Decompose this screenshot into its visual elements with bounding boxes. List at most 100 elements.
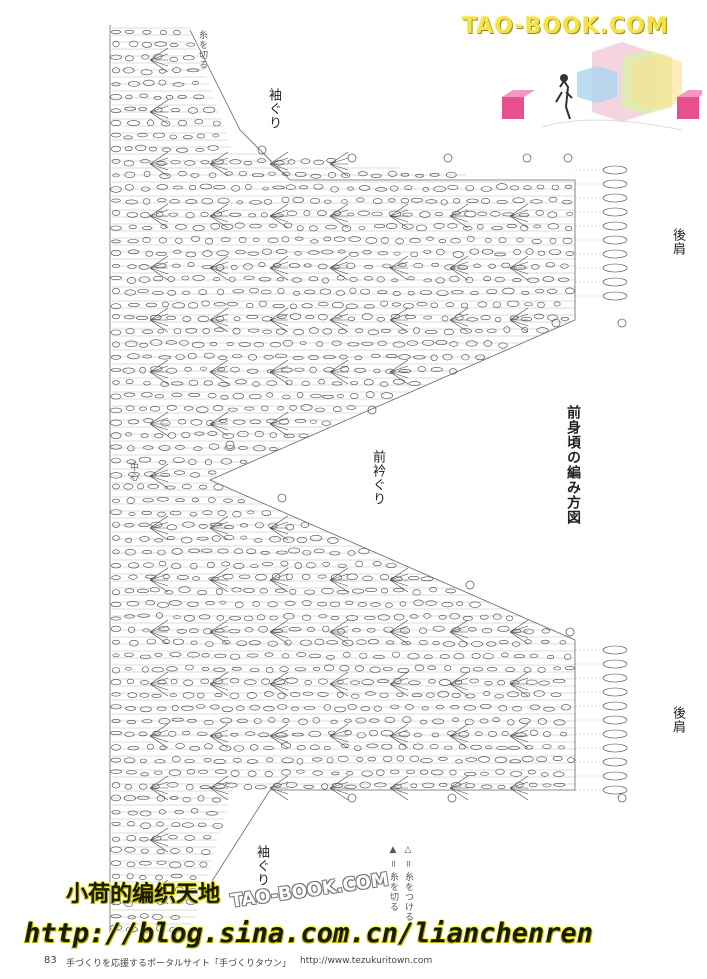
- stitch-loop: [263, 691, 274, 697]
- stitch-loop: [502, 287, 515, 295]
- stitch-loop: [482, 653, 494, 660]
- stitch-fan: [149, 463, 169, 477]
- stitch-loop: [139, 93, 149, 98]
- stitch-loop: [553, 771, 565, 777]
- stitch-loop: [501, 730, 509, 736]
- stitch-fan: [209, 163, 229, 177]
- stitch-loop: [272, 185, 285, 190]
- stitch-loop: [300, 158, 311, 164]
- stitch-loop: [415, 173, 424, 178]
- stitch-loop: [339, 665, 350, 672]
- stitch-loop: [552, 678, 566, 684]
- stitch-fan: [329, 735, 349, 743]
- stitch-loop: [444, 665, 452, 671]
- stitch-loop: [186, 42, 196, 47]
- stitch-loop: [135, 315, 149, 320]
- stitch-loop: [565, 251, 574, 256]
- stitch-loop: [403, 303, 414, 309]
- stitch-fan: [329, 775, 349, 789]
- stitch-loop: [521, 326, 529, 333]
- stitch-loop: [356, 757, 364, 762]
- stitch-fan: [269, 319, 289, 327]
- stitch-loop: [365, 391, 375, 398]
- stitch-fan: [149, 111, 169, 119]
- stitch-loop: [329, 551, 341, 556]
- stitch-loop: [288, 626, 302, 632]
- stitch-loop: [411, 693, 423, 698]
- stitch-loop: [143, 418, 154, 423]
- stitch-loop: [230, 264, 238, 270]
- stitch-loop: [232, 511, 242, 518]
- stitch-loop: [152, 132, 165, 139]
- stitch-loop: [147, 483, 159, 489]
- stitch-fan: [449, 683, 469, 697]
- stitch-loop: [465, 783, 475, 788]
- stitch-loop: [347, 212, 355, 217]
- stitch-loop: [260, 289, 272, 295]
- stitch-loop: [168, 212, 179, 217]
- stitch-loop: [286, 210, 298, 216]
- stitch-fan: [269, 371, 289, 385]
- stitch-loop: [391, 302, 402, 307]
- stitch-loop: [248, 328, 260, 333]
- stitch-loop: [190, 419, 203, 426]
- stitch-loop: [223, 498, 233, 503]
- stitch-loop: [181, 705, 194, 711]
- stitch-loop: [367, 756, 377, 762]
- stitch-loop: [158, 459, 167, 465]
- stitch-loop: [189, 746, 201, 751]
- stitch-loop: [294, 251, 302, 256]
- stitch-loop: [322, 328, 333, 335]
- stitch-loop: [123, 315, 135, 320]
- stitch-loop: [364, 691, 376, 696]
- stitch-fan: [449, 261, 469, 269]
- row-marker: [447, 793, 457, 803]
- stitch-loop: [318, 379, 325, 385]
- stitch-loop: [203, 380, 213, 386]
- stitch-loop: [385, 354, 398, 359]
- stitch-loop: [413, 263, 424, 269]
- stitch-loop: [142, 226, 153, 231]
- stitch-loop: [140, 69, 153, 76]
- stitch-fan: [149, 579, 169, 587]
- stitch-loop: [198, 769, 209, 774]
- stitch-loop: [213, 277, 220, 282]
- stitch-loop: [379, 381, 389, 387]
- stitch-loop: [167, 536, 175, 541]
- stitch-fan: [509, 625, 529, 633]
- stitch-loop: [188, 459, 197, 465]
- stitch-loop: [110, 509, 122, 515]
- stitch-loop: [392, 291, 401, 296]
- stitch-loop: [279, 666, 289, 672]
- stitch-loop: [355, 717, 367, 724]
- stitch-loop: [409, 238, 421, 244]
- stitch-loop: [124, 652, 135, 657]
- stitch-loop: [370, 173, 382, 178]
- stitch-fan: [509, 619, 529, 633]
- stitch-loop: [276, 550, 288, 555]
- stitch-fan: [269, 313, 289, 321]
- stitch-loop: [341, 199, 348, 204]
- stitch-loop: [533, 224, 542, 229]
- stitch-loop: [465, 757, 478, 762]
- stitch-loop: [341, 172, 351, 178]
- stitch-loop: [365, 587, 378, 593]
- stitch-fan: [449, 677, 469, 685]
- stitch-fan: [269, 203, 289, 217]
- stitch-loop: [268, 223, 277, 228]
- stitch-loop: [518, 718, 531, 724]
- stitch-fan: [329, 671, 349, 685]
- stitch-loop: [110, 249, 122, 256]
- stitch-fan: [209, 567, 229, 581]
- stitch-fan: [389, 573, 409, 581]
- stitch-loop: [330, 616, 340, 621]
- stitch-fan: [149, 475, 169, 489]
- stitch-loop: [542, 731, 551, 737]
- stitch-loop: [358, 185, 371, 191]
- stitch-loop: [200, 160, 210, 165]
- stitch-loop: [190, 173, 200, 178]
- stitch-loop: [512, 278, 522, 283]
- stitch-loop: [197, 692, 205, 699]
- stitch-loop: [562, 237, 573, 244]
- stitch-loop: [409, 755, 420, 762]
